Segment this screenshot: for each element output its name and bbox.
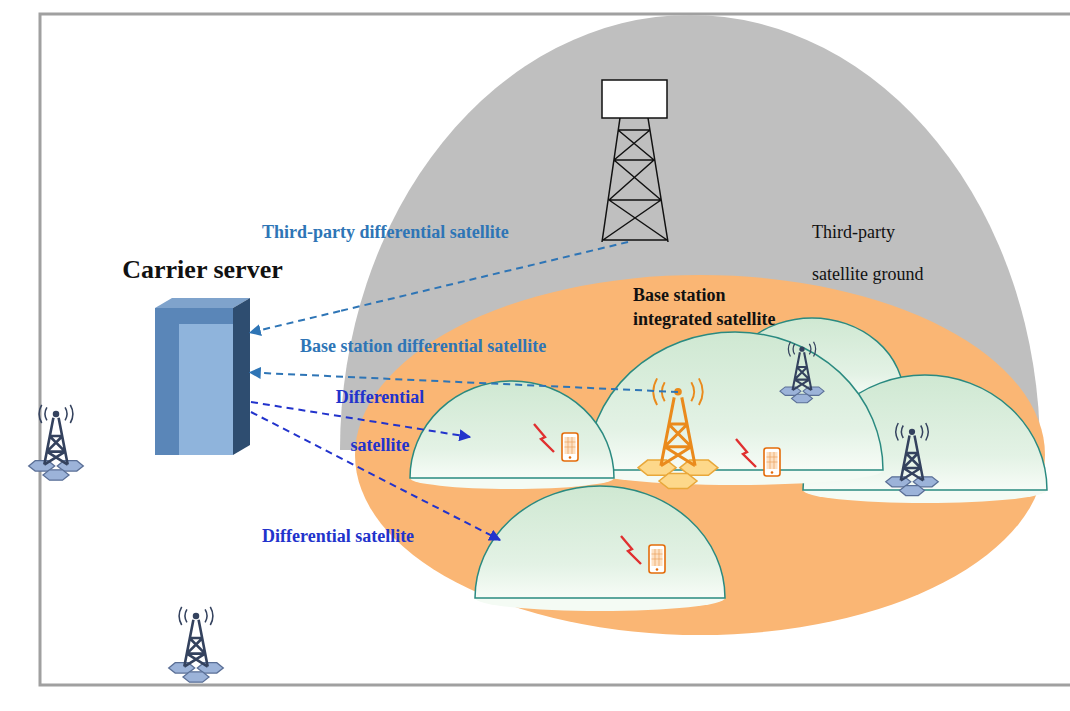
node-label: Base station integrated satellite bbox=[633, 283, 793, 331]
node-label: Third-party satellite ground bbox=[812, 211, 942, 295]
base-station-icon bbox=[780, 342, 824, 403]
link-label: Base station differential satellite bbox=[300, 336, 546, 356]
server-side bbox=[233, 298, 250, 455]
integrated-base-station-icon bbox=[638, 378, 718, 488]
region-ellipse bbox=[355, 275, 1045, 635]
base-station-icon bbox=[886, 423, 939, 496]
radio-link bbox=[534, 424, 554, 452]
data-link bbox=[250, 311, 340, 333]
phone-icon bbox=[764, 448, 780, 476]
server-outline bbox=[155, 298, 250, 455]
server-front bbox=[155, 308, 233, 455]
coverage-dome bbox=[720, 318, 904, 408]
coverage-dome bbox=[587, 332, 883, 485]
arrow-label: Differential satellite bbox=[305, 373, 455, 469]
radio-link bbox=[621, 536, 641, 564]
coverage-dome bbox=[410, 381, 614, 489]
ground-station-tower bbox=[602, 80, 668, 242]
base-station-icon bbox=[29, 405, 84, 480]
coverage-dome bbox=[475, 486, 725, 611]
phone-icon bbox=[562, 433, 578, 461]
differential-arrow bbox=[251, 412, 500, 540]
link-lead bbox=[340, 242, 628, 311]
arrow-label: Differential satellite bbox=[262, 525, 414, 547]
phone-icon bbox=[649, 545, 665, 573]
server-box: Carrier server bbox=[155, 298, 250, 455]
outer-border bbox=[40, 14, 1070, 685]
node-heading: Carrier server bbox=[122, 254, 282, 286]
coverage-dome bbox=[803, 375, 1047, 503]
differential-arrow bbox=[251, 402, 470, 437]
base-station-icon bbox=[169, 607, 224, 682]
base-station-region: Base station integrated satellite bbox=[355, 275, 1045, 635]
link-label: Third-party differential satellite bbox=[262, 222, 509, 242]
data-link bbox=[250, 372, 355, 377]
radio-link bbox=[736, 439, 756, 467]
server-panel bbox=[179, 324, 233, 455]
